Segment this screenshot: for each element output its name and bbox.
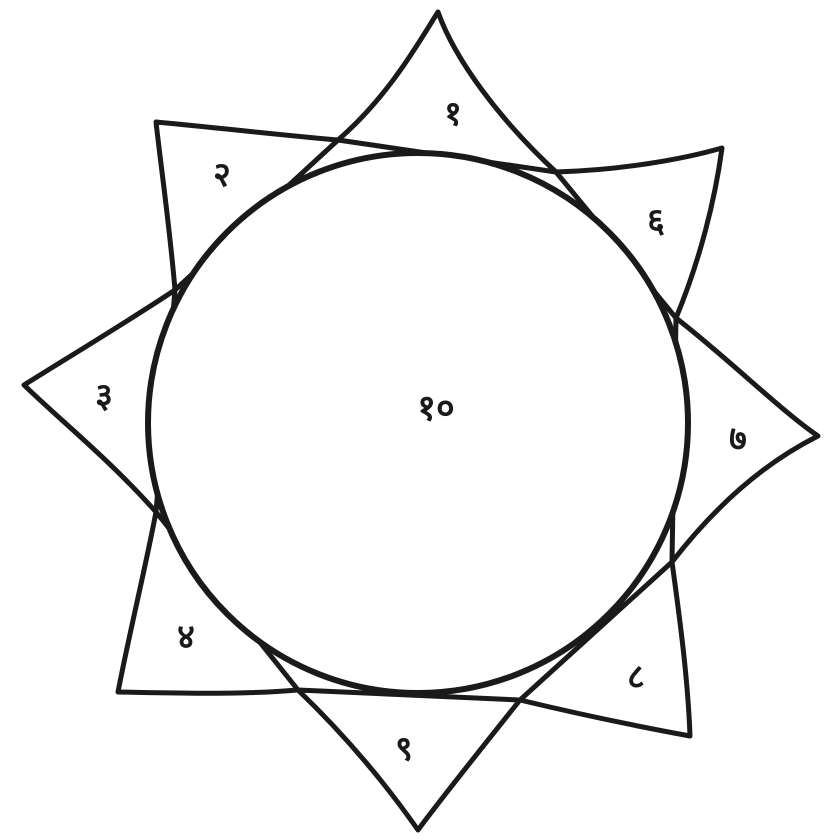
center-label: १०	[417, 387, 454, 429]
petal-label-top: १	[444, 94, 462, 134]
petal-label-bottom-left: ४	[177, 617, 195, 657]
petal-label-bottom-right: ८	[627, 657, 645, 697]
petal-top	[338, 12, 556, 172]
petal-label-left: ३	[95, 376, 113, 416]
petal-label-top-left: २	[213, 155, 231, 195]
petal-label-top-right: ६	[647, 201, 665, 241]
petal-label-bottom: ९	[395, 729, 413, 769]
petal-label-right: ७	[729, 419, 747, 459]
